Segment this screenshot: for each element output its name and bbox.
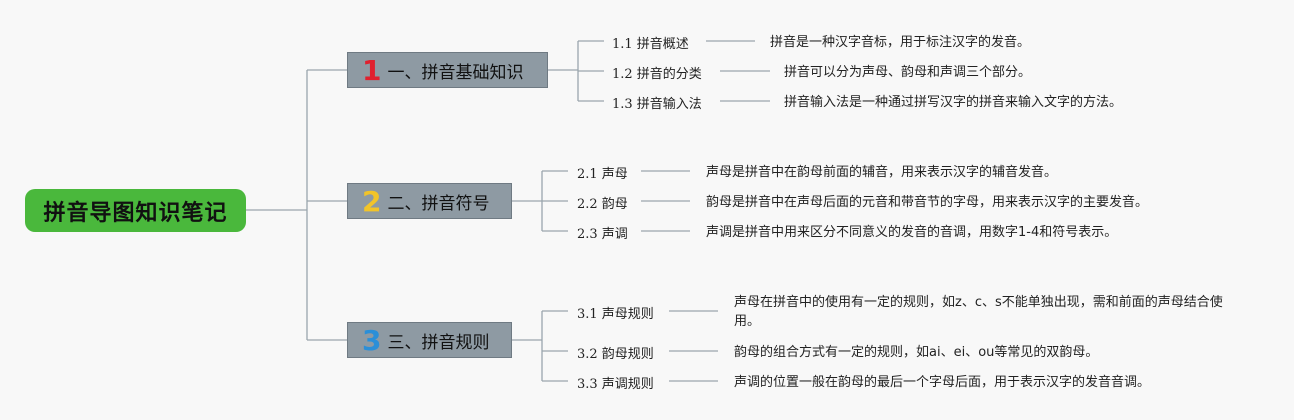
branch-title-3: 三、拼音规则: [387, 332, 490, 353]
description-1-1: 拼音是一种汉字音标，用于标注汉字的发音。: [770, 35, 1031, 50]
description-3-1: 声母在拼音中的使用有一定的规则，如z、c、s不能单独出现，需和前面的声母结合使用…: [734, 295, 1223, 329]
branch-title-1: 一、拼音基础知识: [387, 62, 524, 83]
branch-number-2: 2: [362, 184, 382, 218]
description-1-3: 拼音输入法是一种通过拼写汉字的拼音来输入文字的方法。: [784, 95, 1123, 110]
branch-number-3: 3: [362, 323, 382, 357]
description-2-3: 声调是拼音中用来区分不同意义的发音的音调，用数字1-4和符号表示。: [706, 225, 1118, 240]
subtopic-1-3[interactable]: 1.3 拼音输入法: [612, 97, 702, 112]
branch-number-1: 1: [362, 53, 382, 87]
root-node[interactable]: 拼音导图知识笔记: [25, 189, 246, 232]
root-title: 拼音导图知识笔记: [43, 200, 228, 226]
branch-node-1[interactable]: 1 一、拼音基础知识: [347, 52, 548, 88]
description-1-2: 拼音可以分为声母、韵母和声调三个部分。: [784, 65, 1032, 80]
subtopic-1-2[interactable]: 1.2 拼音的分类: [612, 67, 702, 82]
subtopic-3-1[interactable]: 3.1 声母规则: [577, 307, 654, 322]
description-3-3: 声调的位置一般在韵母的最后一个字母后面，用于表示汉字的发音音调。: [734, 375, 1151, 390]
description-2-2: 韵母是拼音中在声母后面的元音和带音节的字母，用来表示汉字的主要发音。: [706, 195, 1149, 210]
branch-node-2[interactable]: 2 二、拼音符号: [347, 183, 512, 219]
subtopic-3-3[interactable]: 3.3 声调规则: [577, 377, 654, 392]
subtopic-1-1[interactable]: 1.1 拼音概述: [612, 37, 689, 52]
branch-title-2: 二、拼音符号: [387, 193, 490, 214]
subtopic-2-1[interactable]: 2.1 声母: [577, 167, 628, 182]
subtopic-2-2[interactable]: 2.2 韵母: [577, 197, 628, 212]
subtopic-2-3[interactable]: 2.3 声调: [577, 227, 628, 242]
branch-node-3[interactable]: 3 三、拼音规则: [347, 322, 512, 358]
description-3-2: 韵母的组合方式有一定的规则，如ai、ei、ou等常见的双韵母。: [734, 345, 1099, 360]
description-2-1: 声母是拼音中在韵母前面的辅音，用来表示汉字的辅音发音。: [706, 165, 1058, 180]
subtopic-3-2[interactable]: 3.2 韵母规则: [577, 347, 654, 362]
